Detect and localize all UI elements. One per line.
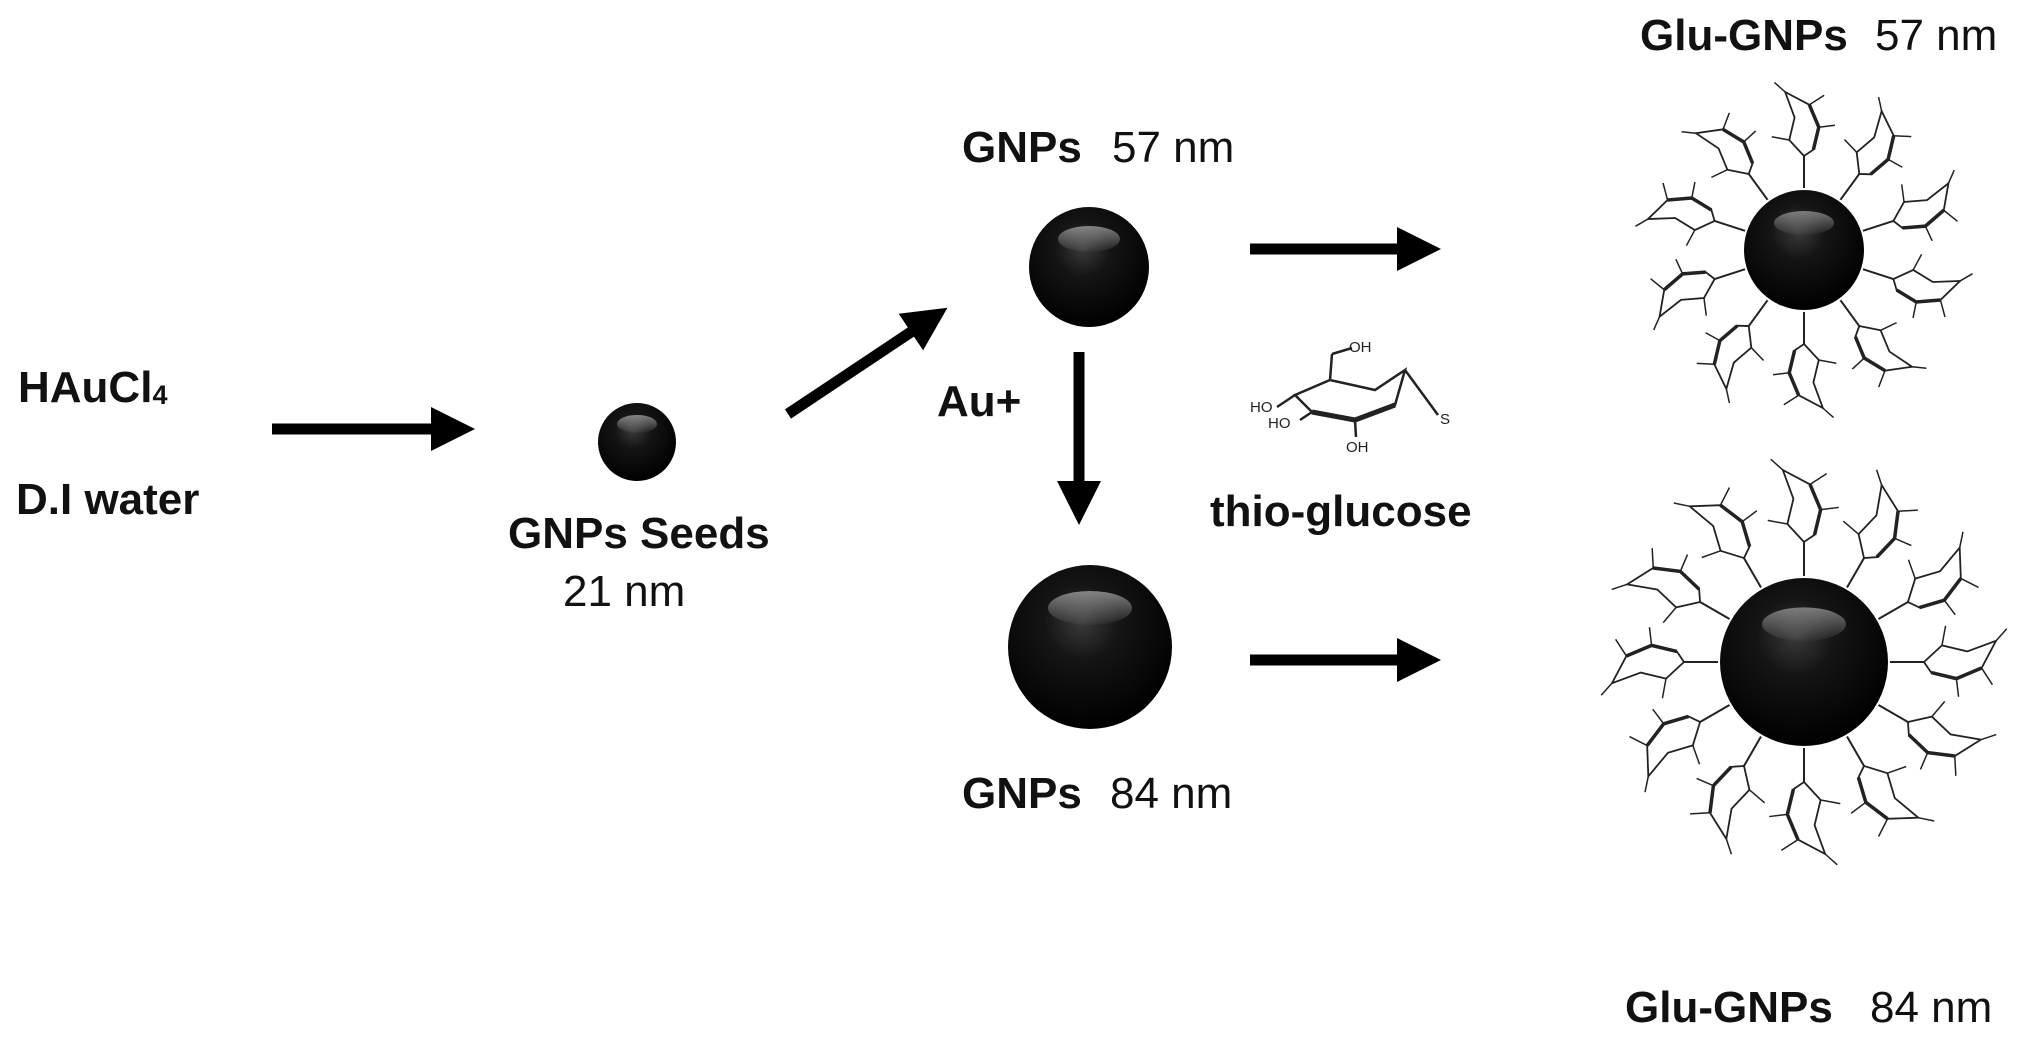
- glu-gnp-84-name: Glu-GNPs: [1625, 983, 1833, 1032]
- glucose-ligand: [1772, 312, 1837, 419]
- glucose-ligand: [1650, 258, 1746, 331]
- glucose-ligand: [1681, 112, 1769, 201]
- gnp-57-particle: [1029, 207, 1149, 327]
- glu-gnp-57-size: 57 nm: [1875, 11, 1998, 60]
- ligand-ho-left-label: HO: [1250, 399, 1273, 416]
- glucose-ligand: [1842, 469, 1918, 589]
- glucose-ligand: [1877, 700, 1997, 776]
- seeds-name: GNPs Seeds: [508, 509, 770, 558]
- glucose-ligand: [1600, 627, 1718, 699]
- glucose-ligand: [1673, 487, 1762, 589]
- thio-glucose-label: thio-glucose: [1210, 487, 1472, 536]
- glucose-ligand: [1839, 96, 1912, 201]
- hauc14-formula: HAuCl: [18, 363, 153, 412]
- glucose-ligand: [1862, 253, 1973, 319]
- arrows: [272, 227, 1441, 682]
- gold-core: [1720, 578, 1888, 746]
- glucose-ligand: [1839, 299, 1927, 388]
- glucose-ligand: [1846, 735, 1935, 837]
- gnp-84-size: 84 nm: [1110, 769, 1233, 818]
- glucose-ligand: [1771, 81, 1836, 188]
- gnp-84-name: GNPs: [962, 769, 1082, 818]
- gold-core: [1744, 190, 1864, 310]
- glucose-ligand: [1890, 625, 2008, 697]
- thio-glucose-structure: [1276, 346, 1440, 438]
- glucose-ligand: [1767, 458, 1839, 576]
- glucose-ligand: [1696, 299, 1769, 404]
- seed-particle: [598, 403, 676, 481]
- solvent-label: D.I water: [16, 475, 200, 524]
- glucose-ligand: [1769, 748, 1841, 866]
- glu-gnp-84-size: 84 nm: [1870, 983, 1993, 1032]
- hauc14-subscript: 4: [152, 380, 168, 410]
- arrow-seeds-to-gnp-57: [784, 307, 948, 419]
- seeds-size: 21 nm: [563, 567, 686, 616]
- gnp-57-name: GNPs: [962, 123, 1082, 172]
- glucose-ligand: [1862, 169, 1958, 242]
- glucose-ligand: [1877, 531, 1979, 620]
- glu-gnp-84-particle: [1600, 458, 2008, 866]
- glucose-ligand: [1611, 548, 1731, 624]
- reactant-label: HAuCl4: [18, 366, 167, 410]
- ligand-s-label: S: [1440, 411, 1450, 428]
- ligand-oh-bottom-label: OH: [1346, 439, 1369, 456]
- thio-glucose-atoms: OH HO HO OH S: [1250, 339, 1450, 456]
- glu-gnp-57-name: Glu-GNPs: [1640, 11, 1848, 60]
- gnp-57-size: 57 nm: [1112, 123, 1235, 172]
- au-plus-label: Au+: [937, 377, 1022, 426]
- glucose-ligand: [1690, 735, 1766, 855]
- gnp-84-particle: [1008, 565, 1172, 729]
- ligand-oh-top-label: OH: [1349, 339, 1372, 356]
- glucose-ligand: [1629, 704, 1731, 793]
- glucose-ligand: [1635, 181, 1746, 247]
- ligand-ho-lower-label: HO: [1268, 415, 1291, 432]
- glu-gnp-57-particle: [1635, 81, 1973, 419]
